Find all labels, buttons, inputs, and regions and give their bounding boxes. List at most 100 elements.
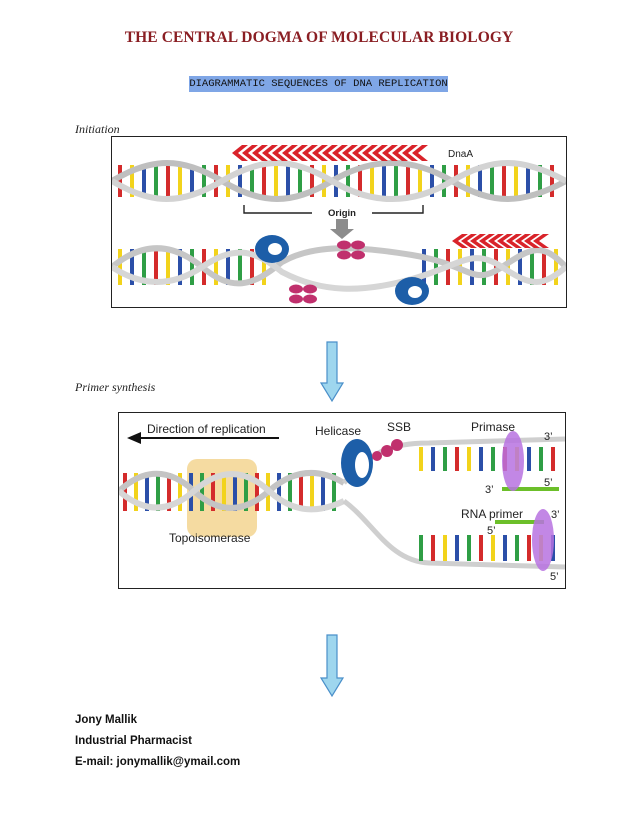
three-prime-lower-label: 3’ xyxy=(551,509,560,521)
base-pair-bar xyxy=(442,165,446,197)
bottom-helix-strand-a xyxy=(112,245,566,287)
base-pair-bar xyxy=(494,249,498,285)
dnaa-chevron xyxy=(488,234,504,248)
base-pair-bar xyxy=(118,249,122,285)
dnaa-chevron xyxy=(382,145,398,161)
primase-label: Primase xyxy=(471,420,515,434)
helicase-ring-left xyxy=(255,235,289,263)
dnaa-chevron xyxy=(252,145,268,161)
dnaa-chevron xyxy=(262,145,278,161)
author-email[interactable]: E-mail: jonymallik@ymail.com xyxy=(75,756,241,768)
base-pair-bar xyxy=(466,165,470,197)
base-pair-bar xyxy=(226,165,230,197)
helix-strand-a xyxy=(119,470,346,511)
base-pair-bar xyxy=(250,249,254,285)
base-pair-bar xyxy=(479,447,483,471)
base-pair-bar xyxy=(178,165,182,197)
base-pair-bar xyxy=(190,165,194,197)
base-pair-bar xyxy=(262,249,266,285)
base-pair-bar xyxy=(550,165,554,197)
helicase-ring-right xyxy=(395,277,429,305)
base-pair-bar xyxy=(142,249,146,285)
bottom-helix-strand-b xyxy=(112,249,566,292)
base-pair-bar xyxy=(419,535,423,561)
base-pair-bar xyxy=(358,165,362,197)
direction-label: Direction of replication xyxy=(147,422,266,436)
base-pair-bar xyxy=(274,165,278,197)
initiation-figure: DnaA Origin xyxy=(111,136,567,308)
flow-arrow-down-icon xyxy=(320,341,344,403)
base-pair-bar xyxy=(255,473,259,511)
dnaa-chevron xyxy=(232,145,248,161)
base-pair-bar xyxy=(238,249,242,285)
document-title: THE CENTRAL DOGMA OF MOLECULAR BIOLOGY xyxy=(124,29,514,46)
base-pair-bar xyxy=(166,249,170,285)
base-pair-bar xyxy=(419,447,423,471)
top-helix-base-pairs xyxy=(118,165,554,197)
base-pair-bar xyxy=(200,473,204,511)
base-pair-bar xyxy=(434,249,438,285)
dnaa-chevron xyxy=(312,145,328,161)
primase-enzyme-top xyxy=(502,431,524,491)
base-pair-bar xyxy=(527,535,531,561)
dnaa-chevron xyxy=(272,145,288,161)
base-pair-bar xyxy=(154,165,158,197)
rna-primer-label: RNA primer xyxy=(461,507,523,521)
base-pair-bar xyxy=(262,165,266,197)
base-pair-bar xyxy=(518,249,522,285)
base-pair-bar xyxy=(482,249,486,285)
primer-synthesis-figure: Direction of replication Helicase SSB Pr… xyxy=(118,412,566,589)
base-pair-bar xyxy=(321,473,325,511)
ssb-label: SSB xyxy=(387,420,411,434)
base-pair-bar xyxy=(178,473,182,511)
base-pair-bar xyxy=(288,473,292,511)
base-pair-bar xyxy=(145,473,149,511)
origin-label: Origin xyxy=(328,208,356,219)
base-pair-bar xyxy=(538,165,542,197)
base-pair-bar xyxy=(156,473,160,511)
dnaa-chevron xyxy=(352,145,368,161)
base-pair-bar xyxy=(250,165,254,197)
base-pair-bar xyxy=(514,165,518,197)
helicase-ring xyxy=(341,439,373,487)
base-pair-bar xyxy=(490,165,494,197)
dnaa-chevron xyxy=(461,234,477,248)
base-pair-bar xyxy=(123,473,127,511)
base-pair-bar xyxy=(233,473,237,511)
dnaa-chevron xyxy=(362,145,378,161)
base-pair-bar xyxy=(244,473,248,511)
base-pair-bar xyxy=(418,165,422,197)
base-pair-bar xyxy=(167,473,171,511)
base-pair-bar xyxy=(299,473,303,511)
five-prime-top-label: 5’ xyxy=(544,477,553,489)
dnaa-arrows xyxy=(232,145,428,161)
helix-strand-b xyxy=(119,471,346,513)
base-pair-bar xyxy=(431,447,435,471)
dnaa-chevron xyxy=(292,145,308,161)
initiation-heading: Initiation xyxy=(75,122,120,136)
base-pair-bar xyxy=(370,165,374,197)
base-pair-bar xyxy=(226,249,230,285)
base-pair-bar xyxy=(455,447,459,471)
base-pair-bar xyxy=(506,249,510,285)
five-prime-lower-label: 5’ xyxy=(487,525,496,537)
author-role: Industrial Pharmacist xyxy=(75,735,192,747)
dnaa-chevron xyxy=(452,234,468,248)
base-pair-bar xyxy=(455,535,459,561)
dnaa-chevron xyxy=(342,145,358,161)
base-pair-bar xyxy=(406,165,410,197)
dnaa-chevron xyxy=(372,145,388,161)
dnaa-chevron xyxy=(533,234,549,248)
flow-arrow-down-icon xyxy=(320,634,344,698)
base-pair-bar xyxy=(214,165,218,197)
base-pair-bar xyxy=(134,473,138,511)
dnaa-chevron xyxy=(402,145,418,161)
three-prime-top-label: 3’ xyxy=(544,431,553,443)
top-template-bases xyxy=(419,447,555,471)
dnaa-chevron xyxy=(524,234,540,248)
origin-label-bg xyxy=(312,207,372,219)
base-pair-bar xyxy=(503,535,507,561)
base-pair-bar xyxy=(382,165,386,197)
dnaa-chevron xyxy=(302,145,318,161)
base-pair-bar xyxy=(332,473,336,511)
